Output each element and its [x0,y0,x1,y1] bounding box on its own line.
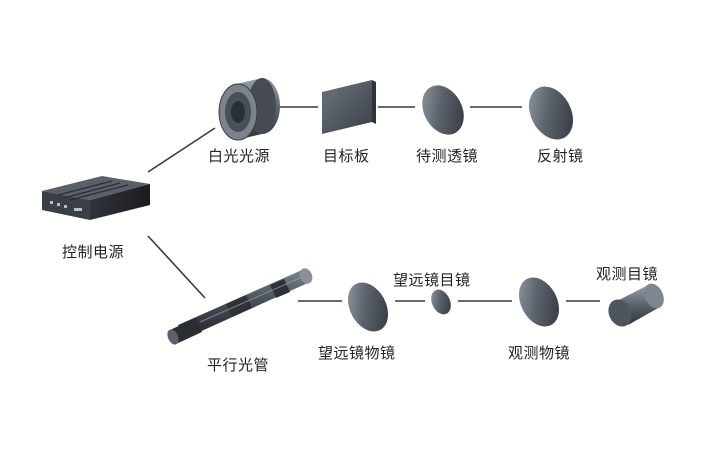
label-target-plate: 目标板 [323,147,370,165]
label-control-power: 控制电源 [62,243,125,261]
label-observe-objective: 观测物镜 [508,344,571,362]
observe-objective-device [518,277,560,327]
control-power-box [42,176,150,220]
label-lens-under-test: 待测透镜 [416,147,479,165]
label-observe-eyepiece: 观测目镜 [596,265,659,283]
collimator-device [167,268,313,345]
line-power-to-collimator [147,235,206,299]
white-light-source-device [218,78,280,141]
label-collimator: 平行光管 [207,356,270,374]
connector-lines [147,106,600,302]
label-reflector: 反射镜 [537,147,584,165]
label-telescope-eyepiece: 望远镜目镜 [393,271,471,289]
reflector-device [528,86,574,140]
label-telescope-objective: 望远镜物镜 [318,344,396,362]
observe-eyepiece-device [608,283,664,327]
telescope-eyepiece-device [431,289,451,315]
label-white-light-source: 白光光源 [208,147,271,165]
target-plate-device [322,80,376,134]
telescope-objective-device [347,282,389,332]
lens-under-test-device [422,85,464,135]
line-power-to-light [147,127,216,173]
